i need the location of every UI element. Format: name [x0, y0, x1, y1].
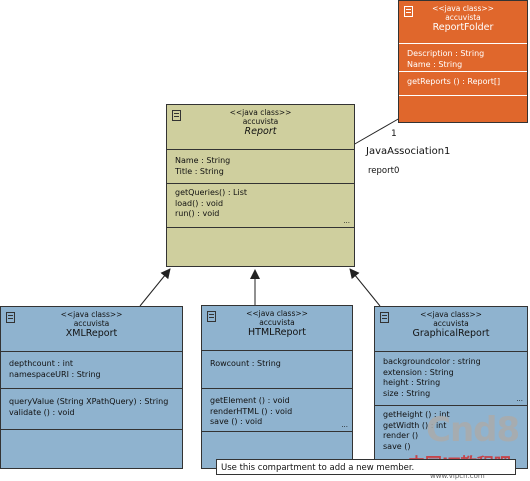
operations-compartment[interactable]: getElement () : void renderHTML () : voi… [202, 389, 352, 432]
operation: save () : void [210, 417, 263, 426]
attribute: Name : String [175, 156, 231, 165]
operation: getWidth () : int [383, 420, 447, 430]
attribute: Name : String [407, 59, 463, 69]
extra-compartment[interactable] [1, 430, 182, 469]
package-name: accuvista [242, 117, 279, 126]
stereotype: <<java class>> [420, 310, 482, 319]
attribute: Description : String [407, 49, 485, 58]
attributes-compartment[interactable]: Description : String Name : String [399, 44, 527, 72]
association-role: report0 [368, 166, 400, 176]
operations-compartment[interactable]: getReports () : Report[] [399, 72, 527, 96]
attribute: Rowcount : String [210, 359, 281, 368]
class-header: <<java class>> accuvista XMLReport [1, 307, 182, 352]
class-header: <<java class>> accuvista Report [167, 105, 354, 150]
class-header: <<java class>> accuvista HTMLReport [202, 306, 352, 351]
class-htmlreport[interactable]: <<java class>> accuvista HTMLReport Rowc… [201, 305, 353, 469]
class-graphicalreport[interactable]: <<java class>> accuvista GraphicalReport… [374, 306, 528, 469]
more-indicator: ... [341, 420, 348, 429]
attribute: depthcount : int [9, 359, 74, 368]
operations-compartment[interactable]: queryValue (String XPathQuery) : String … [1, 389, 182, 430]
class-header: <<java class>> accuvista ReportFolder [399, 1, 527, 44]
stereotype: <<java class>> [246, 309, 308, 318]
package-name: accuvista [73, 319, 110, 328]
operation: getQueries() : List [175, 188, 248, 197]
association-name[interactable]: JavaAssociation1 [366, 146, 451, 157]
operation: save () [383, 441, 411, 451]
class-name: XMLReport [65, 328, 118, 339]
association-line [352, 117, 401, 146]
package-name: accuvista [445, 13, 481, 22]
attribute: size : String [383, 388, 431, 398]
package-name: accuvista [259, 318, 295, 327]
class-name: GraphicalReport [412, 328, 490, 339]
extra-compartment[interactable] [167, 228, 354, 267]
class-icon [404, 6, 413, 17]
more-indicator: ... [516, 394, 523, 403]
class-icon [207, 311, 216, 322]
generalization-xmlreport [139, 268, 171, 307]
operation: getReports () : Report[] [407, 77, 501, 86]
attribute: extension : String [383, 367, 454, 377]
package-name: accuvista [433, 319, 469, 328]
attribute: backgroundcolor : string [383, 357, 481, 366]
class-icon [172, 110, 181, 121]
class-icon [6, 312, 15, 323]
class-icon [380, 312, 389, 323]
attribute: height : String [383, 378, 441, 387]
attributes-compartment[interactable]: Rowcount : String [202, 351, 352, 389]
class-header: <<java class>> accuvista GraphicalReport [375, 307, 527, 352]
stereotype: <<java class>> [229, 108, 292, 117]
class-name: Report [244, 126, 277, 137]
watermark-url: www.vipcn.com [430, 472, 485, 480]
operation: run() : void [175, 209, 220, 218]
operation: queryValue (String XPathQuery) : String [9, 397, 169, 406]
operation: load() : void [175, 198, 224, 208]
attribute: Title : String [175, 166, 224, 176]
class-name: HTMLReport [248, 327, 306, 338]
operation: getElement () : void [210, 396, 290, 405]
operation: renderHTML () : void [210, 406, 293, 416]
class-reportfolder[interactable]: <<java class>> accuvista ReportFolder De… [398, 0, 528, 123]
class-name: ReportFolder [432, 22, 494, 33]
operations-compartment[interactable]: getQueries() : List load() : void run() … [167, 184, 354, 228]
operations-compartment[interactable]: getHeight () : int getWidth () : int ren… [375, 406, 527, 470]
attributes-compartment[interactable]: backgroundcolor : string extension : Str… [375, 352, 527, 406]
extra-compartment[interactable] [399, 96, 527, 123]
stereotype: <<java class>> [432, 4, 494, 13]
operation: validate () : void [9, 407, 75, 417]
association-multiplicity: 1 [391, 129, 397, 139]
stereotype: <<java class>> [60, 310, 123, 319]
operation: getHeight () : int [383, 410, 450, 419]
compartment-tooltip: Use this compartment to add a new member… [216, 459, 516, 475]
class-report[interactable]: <<java class>> accuvista Report Name : S… [166, 104, 355, 267]
attributes-compartment[interactable]: Name : String Title : String [167, 150, 354, 184]
class-xmlreport[interactable]: <<java class>> accuvista XMLReport depth… [0, 306, 183, 469]
attributes-compartment[interactable]: depthcount : int namespaceURI : String [1, 352, 182, 389]
more-indicator: ... [343, 216, 350, 225]
attribute: namespaceURI : String [9, 369, 101, 379]
generalization-graphicalreport [349, 268, 381, 307]
watermark-logo: Cnd8 [426, 410, 520, 450]
operation: render () [383, 431, 419, 440]
